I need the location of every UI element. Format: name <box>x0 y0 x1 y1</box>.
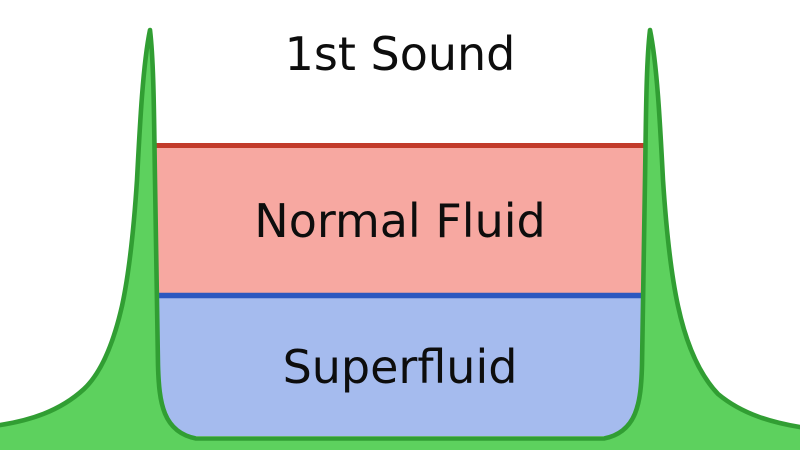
normal-fluid-region <box>150 143 650 298</box>
container-wall-peak-profile <box>0 27 800 450</box>
superfluid-label: Superfluid <box>283 340 518 394</box>
superfluid-region <box>150 293 650 436</box>
normal-fluid-label: Normal Fluid <box>254 194 545 248</box>
title-first-sound: 1st Sound <box>285 27 516 81</box>
